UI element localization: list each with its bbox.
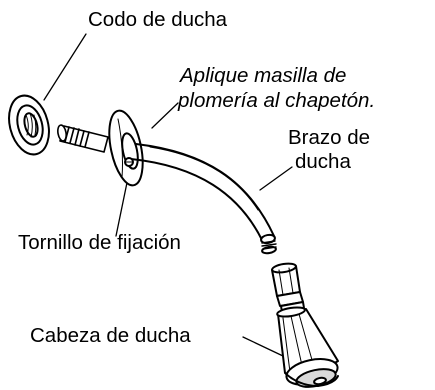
label-tornillo-de-fijacion: Tornillo de fijación (18, 231, 181, 254)
codo-flange (8, 94, 50, 156)
leader-cabeza (242, 336, 284, 357)
shower-head-body (276, 306, 339, 388)
set-screw (124, 157, 134, 167)
label-cabeza-de-ducha: Cabeza de ducha (30, 324, 191, 347)
leader-brazo (259, 166, 293, 191)
label-brazo-de-ducha-line2: ducha (295, 150, 351, 173)
shower-head-nut (271, 262, 305, 313)
label-aplique-masilla-line2: plomería al chapetón. (178, 89, 376, 112)
label-codo-de-ducha: Codo de ducha (88, 8, 228, 31)
label-brazo-de-ducha-line1: Brazo de (288, 126, 371, 149)
chapeton (108, 109, 144, 187)
arm-thread (57, 124, 109, 153)
leader-masilla (151, 102, 179, 129)
leader-codo (43, 33, 87, 101)
label-aplique-masilla-line1: Aplique masilla de (180, 64, 347, 87)
shower-arm (130, 143, 277, 255)
